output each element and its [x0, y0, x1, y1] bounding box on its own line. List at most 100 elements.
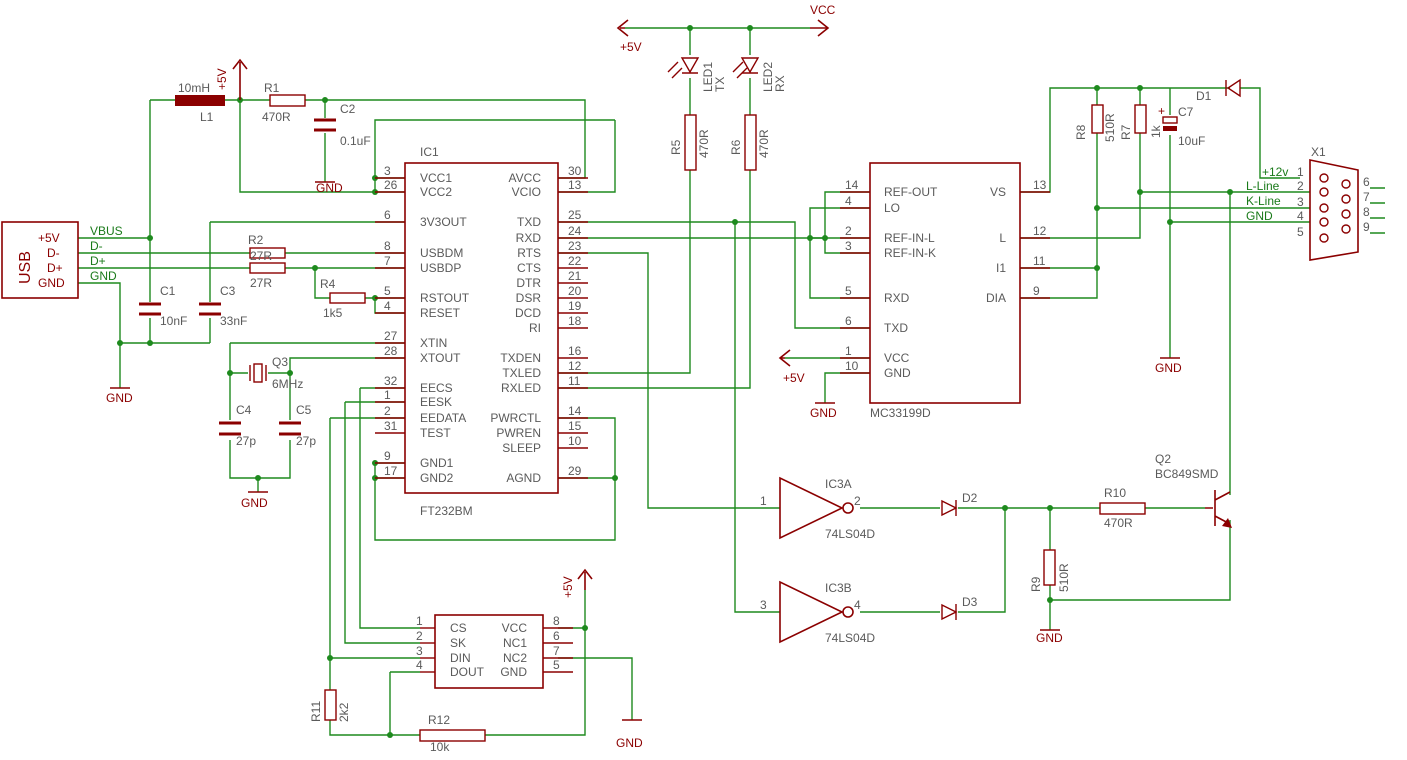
ic1-pin-number: 29 — [568, 464, 582, 478]
l1-name: L1 — [200, 110, 214, 124]
c3-value: 33nF — [220, 314, 247, 328]
ic3b-part: 74LS04D — [825, 631, 875, 645]
r9-value: 510R — [1057, 563, 1071, 592]
ic1-pin-number: 31 — [384, 419, 398, 433]
x1-pin-circle — [1319, 187, 1329, 197]
resistor-r6 — [744, 114, 757, 171]
r11-value: 2k2 — [337, 702, 351, 722]
ic1-pin-number: 28 — [384, 344, 398, 358]
ic1-pin-label: TXLED — [502, 366, 541, 380]
net-label: D- — [90, 239, 103, 253]
ic1-pin-number: 27 — [384, 329, 398, 343]
power-symbols: +5V +5V VCC +5V +5V GND GND GND GND GND … — [106, 3, 1182, 750]
eeprom-pin-number: 6 — [553, 629, 560, 643]
ic1-pin-number: 16 — [568, 344, 582, 358]
ic1-pin-label: USBDP — [420, 261, 461, 275]
mc-pin-label: REF-IN-L — [884, 231, 935, 245]
ic1-pin-label: AGND — [506, 471, 541, 485]
ic1-pin-number: 10 — [568, 434, 582, 448]
r6-name: R6 — [729, 139, 743, 155]
r2-name: R2 — [248, 233, 264, 247]
mc-pin-number: 11 — [1033, 254, 1046, 268]
q3-name: Q3 — [272, 355, 288, 369]
gnd-label-3: GND — [241, 496, 268, 510]
d3-name: D3 — [962, 595, 978, 609]
x1-pin-number: 2 — [1297, 179, 1304, 193]
led2-value: RX — [773, 75, 787, 92]
mc-pin-number: 2 — [845, 224, 852, 238]
ic1-pin-number: 17 — [384, 464, 398, 478]
ic1-pin-number: 7 — [384, 254, 391, 268]
ic1-pin-label: DCD — [515, 306, 541, 320]
resistor-r5 — [684, 114, 697, 171]
usb-pin-label: GND — [38, 276, 65, 290]
r8-name: R8 — [1074, 124, 1088, 140]
ic1-pin-label: TEST — [420, 426, 451, 440]
eeprom-pin-label: VCC — [502, 621, 528, 635]
passive-components-left: 10mH L1 R1 470R C2 0.1uF C1 10nF C3 33nF… — [139, 81, 486, 754]
usb-connector: USB +5V D- D+ GND VBUS D- D+ GND — [1, 221, 123, 299]
ic1-pin-number: 8 — [384, 239, 391, 253]
r4-name: R4 — [320, 277, 336, 291]
mc-part: MC33199D — [870, 406, 931, 420]
mc-pin-label: L — [999, 231, 1006, 245]
ic1-part: FT232BM — [420, 504, 473, 518]
c2-name: C2 — [340, 102, 356, 116]
x1-pin-circle — [1319, 217, 1329, 227]
eeprom-pin-label: DOUT — [450, 665, 485, 679]
x1-pin-circle — [1341, 209, 1351, 219]
ic1-pin-number: 9 — [384, 449, 391, 463]
r8-value: 510R — [1103, 113, 1117, 142]
ic1-pin-label: RXD — [516, 231, 542, 245]
eeprom-pin-label: NC1 — [503, 636, 527, 650]
r1-name: R1 — [264, 81, 280, 95]
p5v-label-1: +5V — [215, 68, 229, 90]
resistor-r8 — [1091, 104, 1104, 134]
x1-name: X1 — [1311, 145, 1326, 159]
ic1-pin-number: 15 — [568, 419, 582, 433]
c1-value: 10nF — [160, 314, 187, 328]
ic3b-pin-out: 4 — [854, 598, 861, 612]
ic1-pin-number: 20 — [568, 284, 582, 298]
leds: LED1 TX LED2 RX R5 470R R6 470R — [667, 57, 787, 171]
x1-net: GND — [1246, 209, 1273, 223]
ic1-pin-label: XTIN — [420, 336, 447, 350]
eeprom-pin-number: 3 — [416, 644, 423, 658]
x1-pin-circle — [1341, 179, 1351, 189]
mc-pin-number: 6 — [845, 314, 852, 328]
p5v-label-4: +5V — [783, 371, 805, 385]
ic1-pin-label: RTS — [517, 246, 541, 260]
gnd-label-2: GND — [316, 181, 343, 195]
usb-pin-label: D+ — [47, 261, 63, 275]
mc-pin-number: 4 — [845, 194, 852, 208]
x1-pin-number: 6 — [1363, 175, 1370, 189]
mc-pin-label: VS — [990, 185, 1006, 199]
r7-name: R7 — [1119, 124, 1133, 140]
junction-dots — [117, 25, 1233, 738]
resistor-r3 — [249, 262, 286, 274]
mc-pin-number: 9 — [1033, 284, 1040, 298]
mc-pin-label: TXD — [884, 321, 908, 335]
ic3b-name: IC3B — [825, 581, 852, 595]
ic1-pin-label: VCIO — [512, 185, 541, 199]
ic1-pin-number: 12 — [568, 359, 582, 373]
ic3a-name: IC3A — [825, 477, 852, 491]
d2-name: D2 — [962, 491, 978, 505]
eeprom-pin-label: NC2 — [503, 651, 527, 665]
ic1-pin-label: 3V3OUT — [420, 215, 467, 229]
ic1-pin-label: USBDM — [420, 246, 463, 260]
ic1-pin-number: 2 — [384, 404, 391, 418]
d1-name: D1 — [1196, 89, 1212, 103]
q2-name: Q2 — [1155, 452, 1171, 466]
ic1-pin-label: AVCC — [509, 171, 542, 185]
eeprom-pin-number: 4 — [416, 658, 423, 672]
ic3a-pin-in: 1 — [760, 494, 767, 508]
resistor-r2 — [249, 247, 286, 259]
ic1-pin-number: 32 — [384, 374, 398, 388]
eeprom-pin-number: 1 — [416, 614, 423, 628]
c5-name: C5 — [296, 403, 312, 417]
